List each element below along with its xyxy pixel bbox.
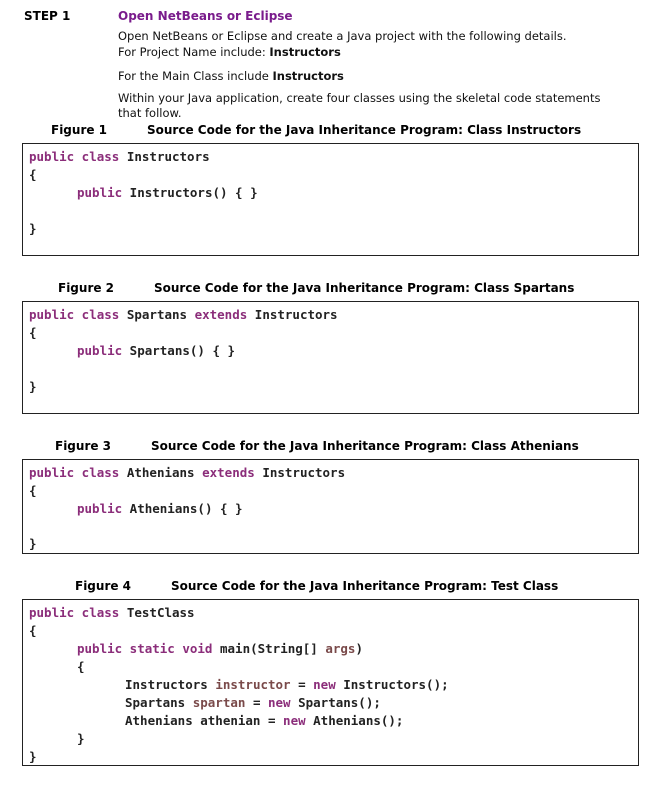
instruction-line-3-prefix: For the Main Class include bbox=[118, 69, 273, 83]
code-variable: spartan bbox=[192, 695, 246, 710]
code-text: = bbox=[245, 695, 268, 710]
code-line: Spartans spartan = new Spartans(); bbox=[125, 694, 381, 712]
code-text: Athenians() { } bbox=[122, 501, 243, 516]
code-text: Instructors(); bbox=[335, 677, 449, 692]
code-text: Spartans bbox=[125, 695, 193, 710]
instruction-line-3: For the Main Class include Instructors bbox=[118, 69, 344, 84]
code-block-figure-3: public class Athenians extends Instructo… bbox=[22, 459, 639, 554]
code-text: = bbox=[260, 713, 284, 728]
code-text: TestClass bbox=[119, 605, 195, 620]
code-line: public class Instructors bbox=[29, 148, 210, 166]
code-variable: instructor bbox=[215, 677, 291, 692]
code-line: { bbox=[29, 483, 37, 498]
code-text: Spartans bbox=[119, 307, 195, 322]
instruction-line-1: Open NetBeans or Eclipse and create a Ja… bbox=[118, 29, 567, 43]
instruction-line-2-prefix: For Project Name include: bbox=[118, 45, 270, 59]
code-line: public Instructors() { } bbox=[77, 184, 258, 202]
main-class-value: Instructors bbox=[272, 69, 344, 83]
instruction-line-4: Within your Java application, create fou… bbox=[118, 91, 601, 105]
code-keyword: public bbox=[77, 185, 123, 200]
step-title: Open NetBeans or Eclipse bbox=[118, 9, 293, 23]
code-block-figure-4: public class TestClass { public static v… bbox=[22, 599, 639, 766]
code-keyword: extends bbox=[202, 465, 255, 480]
figure-3-caption: Source Code for the Java Inheritance Pro… bbox=[151, 439, 579, 453]
code-keyword: new bbox=[268, 695, 291, 710]
code-keyword: public class bbox=[29, 605, 120, 620]
code-text: Spartans(); bbox=[290, 695, 381, 710]
code-keyword: public class bbox=[29, 307, 120, 322]
code-keyword: new bbox=[313, 677, 336, 692]
code-text: = bbox=[290, 677, 314, 692]
figure-2-caption: Source Code for the Java Inheritance Pro… bbox=[154, 281, 575, 295]
code-line: { bbox=[29, 325, 37, 340]
code-block-figure-2: public class Spartans extends Instructor… bbox=[22, 301, 639, 414]
instruction-line-5: that follow. bbox=[118, 106, 182, 120]
code-line: { bbox=[29, 623, 37, 638]
code-text: Instructors bbox=[254, 465, 346, 480]
code-line: public Spartans() { } bbox=[77, 342, 235, 360]
project-name-value: Instructors bbox=[269, 45, 341, 59]
code-text: main(String[] bbox=[212, 641, 326, 656]
step-label: STEP 1 bbox=[24, 9, 71, 23]
code-text: Athenians bbox=[119, 465, 203, 480]
code-keyword: public bbox=[77, 501, 123, 516]
code-line: public class TestClass bbox=[29, 604, 195, 622]
instruction-line-2: For Project Name include: Instructors bbox=[118, 45, 341, 60]
code-line: { bbox=[77, 659, 85, 674]
code-line: Instructors instructor = new Instructors… bbox=[125, 676, 449, 694]
code-keyword: public bbox=[77, 343, 123, 358]
figure-1-label: Figure 1 bbox=[51, 123, 108, 137]
code-line: } bbox=[29, 749, 37, 764]
code-block-figure-1: public class Instructors { public Instru… bbox=[22, 143, 639, 256]
code-text: ) bbox=[355, 641, 363, 656]
code-text: Instructors bbox=[125, 677, 216, 692]
code-line: public static void main(String[] args) bbox=[77, 640, 363, 658]
code-keyword: public class bbox=[29, 465, 120, 480]
code-variable: args bbox=[325, 641, 356, 656]
figure-1-caption: Source Code for the Java Inheritance Pro… bbox=[147, 123, 582, 137]
code-text: Instructors bbox=[247, 307, 338, 322]
code-line: public class Athenians extends Instructo… bbox=[29, 464, 345, 482]
code-line: } bbox=[77, 731, 85, 746]
figure-3-label: Figure 3 bbox=[55, 439, 112, 453]
figure-4-label: Figure 4 bbox=[75, 579, 132, 593]
code-keyword: public static void bbox=[77, 641, 213, 656]
code-keyword: public class bbox=[29, 149, 120, 164]
code-text: Spartans() { } bbox=[122, 343, 236, 358]
code-line: } bbox=[29, 221, 37, 236]
code-line: } bbox=[29, 536, 37, 551]
figure-4-caption: Source Code for the Java Inheritance Pro… bbox=[171, 579, 559, 593]
code-line: } bbox=[29, 379, 37, 394]
code-text: Instructors() { } bbox=[122, 185, 258, 200]
code-keyword: new bbox=[283, 713, 306, 728]
code-line: Athenians athenian = new Athenians(); bbox=[125, 712, 403, 730]
code-keyword: extends bbox=[194, 307, 248, 322]
code-text: Athenians athenian bbox=[125, 713, 261, 728]
code-line: { bbox=[29, 167, 37, 182]
figure-2-label: Figure 2 bbox=[58, 281, 115, 295]
code-text: Athenians(); bbox=[305, 713, 404, 728]
code-line: public Athenians() { } bbox=[77, 500, 243, 518]
code-text: Instructors bbox=[119, 149, 210, 164]
code-line: public class Spartans extends Instructor… bbox=[29, 306, 338, 324]
